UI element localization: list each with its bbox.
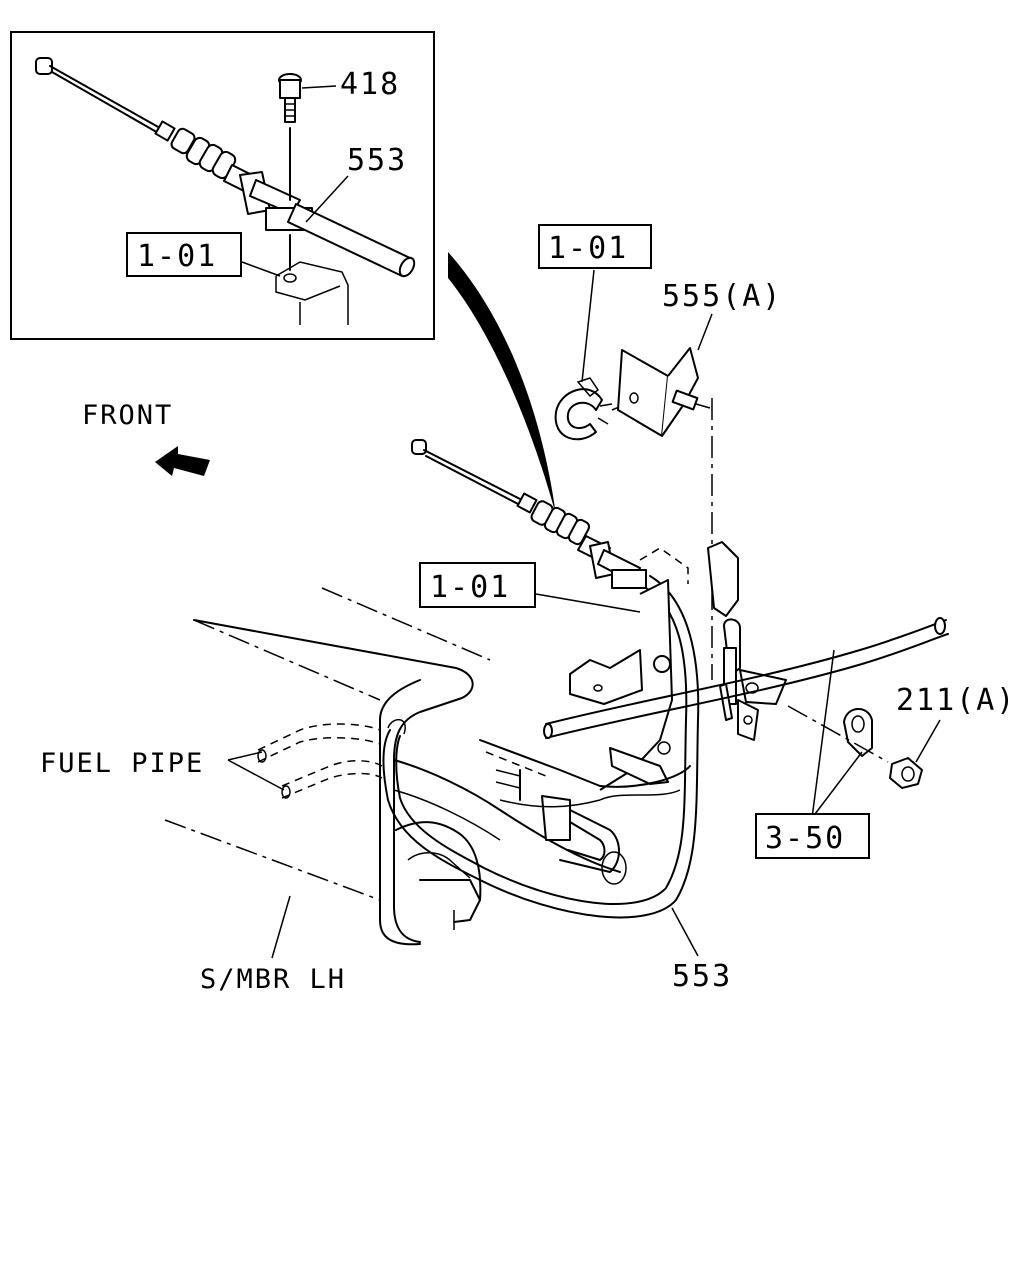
mount-bracket bbox=[569, 547, 689, 791]
cable-clip-right bbox=[707, 541, 787, 741]
front-label: FRONT bbox=[82, 400, 173, 431]
part-number-553-bottom: 553 bbox=[672, 959, 732, 994]
side-member bbox=[164, 587, 691, 946]
front-arrow-icon bbox=[155, 446, 210, 476]
ref-box-inset bbox=[126, 232, 242, 277]
part-number-211a: 211(A) bbox=[896, 683, 1016, 718]
inset-detail: 418 553 1-01 bbox=[10, 31, 435, 340]
callout-wedge bbox=[448, 252, 556, 515]
clip-and-bracket bbox=[554, 347, 713, 680]
part-number-555a: 555(A) bbox=[662, 279, 782, 314]
ref-box-mid bbox=[419, 562, 536, 608]
inset-frame bbox=[10, 31, 435, 340]
ref-box-350 bbox=[755, 813, 870, 859]
part-number-418: 418 bbox=[340, 67, 400, 102]
ref-box-350-text: 3-50 bbox=[765, 821, 845, 856]
inset-cable bbox=[35, 57, 416, 325]
front-indicator: FRONT bbox=[82, 400, 210, 476]
ref-box-inset-text: 1-01 bbox=[137, 239, 217, 274]
side-member-label: S/MBR LH bbox=[200, 964, 346, 995]
ref-box-top-text: 1-01 bbox=[548, 231, 628, 266]
p-clamp-and-nut bbox=[787, 705, 923, 789]
part-number-553-inset: 553 bbox=[347, 143, 407, 178]
fuel-pipe bbox=[227, 723, 383, 799]
ref-box-top bbox=[538, 224, 652, 269]
bolt-418 bbox=[278, 73, 302, 271]
ref-box-mid-text: 1-01 bbox=[430, 570, 510, 605]
fuel-pipe-label: FUEL PIPE bbox=[40, 748, 204, 779]
main-assembly bbox=[164, 269, 949, 959]
